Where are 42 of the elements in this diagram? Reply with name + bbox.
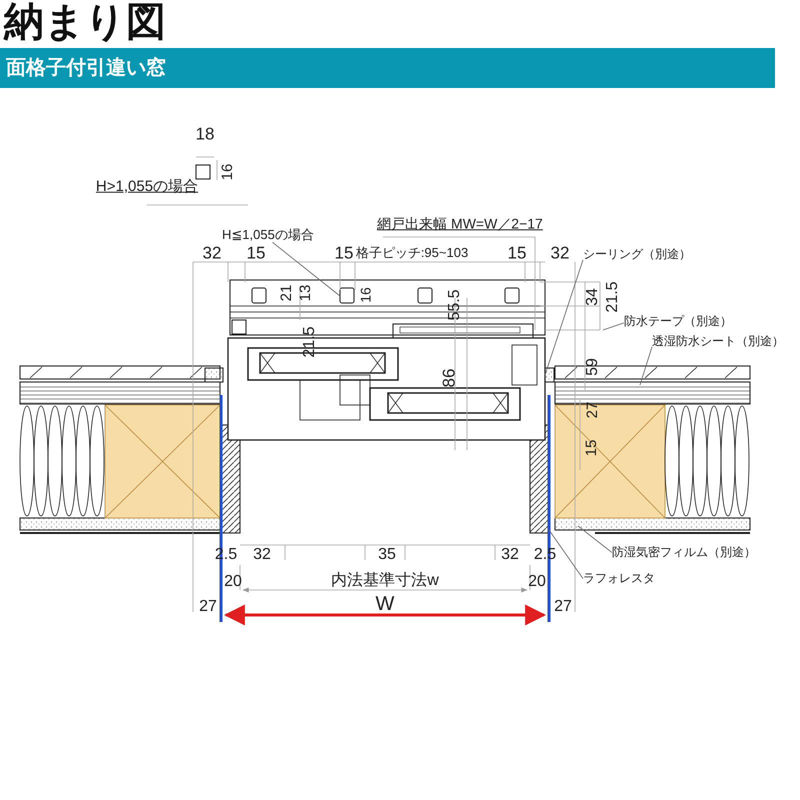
dimension-note: 格子ピッチ:95~103 <box>356 246 468 260</box>
callout-text: 透湿防水シート（別途） <box>652 335 784 348</box>
dimension-label: 内法基準寸法w <box>331 572 439 590</box>
dimension-label: 15 <box>334 244 354 264</box>
dimension-label: 21.5 <box>604 281 622 313</box>
dimension-label: 16 <box>358 287 374 303</box>
dimension-label: 35 <box>378 546 396 564</box>
dimension-label: 27 <box>199 598 217 616</box>
dimension-label: 55.5 <box>446 289 464 321</box>
dimension-note: 網戸出来幅 MW=W／2−17 <box>377 216 543 232</box>
dimension-label: W <box>376 593 394 615</box>
note-text: H>1,055の場合 <box>96 178 198 196</box>
leader-line <box>548 530 584 579</box>
callout-text: シーリング（別途） <box>583 248 691 262</box>
leader-line <box>578 526 612 553</box>
dimension-label: 16 <box>220 164 236 180</box>
dimension-label: 32 <box>253 546 271 564</box>
dimension-label: 20 <box>528 573 546 591</box>
dimension-label: 34 <box>584 288 602 306</box>
dimension-label: 15 <box>246 244 266 264</box>
dimension-label: 21 <box>278 284 296 302</box>
dimension-label: 15 <box>508 244 526 264</box>
subtitle-bar: 面格子付引違い窓 <box>0 48 775 88</box>
dimension-label: 32 <box>501 546 519 564</box>
dimension-label: 32 <box>202 244 222 264</box>
title: 納まり図 <box>4 0 166 44</box>
dimension-label: 59 <box>584 358 602 376</box>
callout-text: ラフォレスタ <box>583 572 655 586</box>
dimension-label: 20 <box>224 573 242 591</box>
leader-line <box>602 322 624 330</box>
dimension-label: 18 <box>196 126 214 144</box>
dimension-label: 27 <box>554 598 572 616</box>
leader-line <box>272 242 340 296</box>
callout-text: 防水テープ（別途） <box>624 315 732 328</box>
dimension-label: 15 <box>584 440 600 456</box>
callout-text: 防湿気密フィルム（別途） <box>612 546 756 560</box>
leader-line <box>544 260 584 376</box>
dimension-label: 86 <box>440 368 460 388</box>
dimension-label: 32 <box>550 244 570 264</box>
dimension-label: 13 <box>298 284 314 302</box>
leader-line <box>640 346 652 386</box>
callout-text: H≦1,055の場合 <box>222 228 314 242</box>
